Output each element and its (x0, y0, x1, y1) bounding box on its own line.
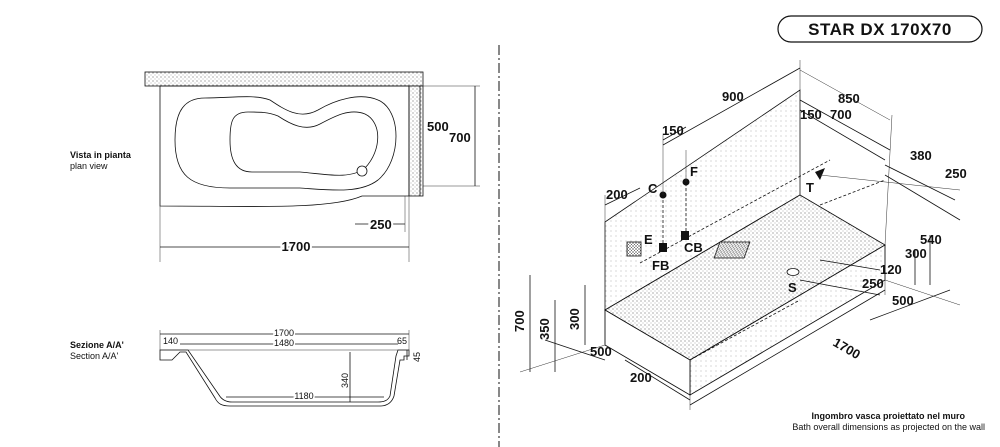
section-label-it: Sezione A/A' (70, 340, 124, 350)
iso-dim-1700: 1700 (831, 335, 864, 362)
plan-wall-right (408, 85, 424, 197)
plan-dim-250: 250 (370, 217, 392, 232)
iso-label-CB: CB (684, 240, 703, 255)
iso-label-F: F (690, 164, 698, 179)
section-dim-left: 140 (163, 336, 178, 346)
plan-drain (356, 165, 368, 177)
plan-dim-500: 500 (427, 119, 449, 134)
iso-dim-250-mid: 250 (862, 276, 884, 291)
iso-dim-250-right: 250 (945, 166, 967, 181)
section-dim-inner: 1480 (274, 338, 294, 348)
plan-view-label-en: plan view (70, 161, 108, 171)
iso-dim-150-a: 150 (662, 123, 684, 138)
plan-wall-top (144, 71, 424, 87)
iso-box-E (626, 241, 642, 257)
section-profile (159, 349, 410, 407)
plan-view-label-it: Vista in pianta (70, 150, 132, 160)
iso-dim-150-b: 150 (800, 107, 822, 122)
plan-bath-rim (174, 96, 397, 191)
plan-bath-basin (229, 111, 378, 176)
isometric-view: 900 850 150 700 150 380 250 200 540 300 … (512, 60, 967, 410)
iso-dim-700-top: 700 (830, 107, 852, 122)
iso-dim-120: 120 (880, 262, 902, 277)
iso-dim-500-left: 500 (590, 344, 612, 359)
title-box: STAR DX 170X70 (777, 15, 983, 43)
iso-label-C: C (648, 181, 658, 196)
iso-drain-S (786, 268, 800, 276)
footer-note-en: Bath overall dimensions as projected on … (792, 422, 985, 432)
iso-label-FB: FB (652, 258, 669, 273)
iso-dim-850: 850 (838, 91, 860, 106)
section-view: Sezione A/A' Section A/A' 1700 1480 140 … (70, 327, 422, 407)
iso-dim-300-right: 300 (905, 246, 927, 261)
iso-dim-200-left: 200 (606, 187, 628, 202)
iso-label-E: E (644, 232, 653, 247)
iso-box-FB (659, 243, 667, 252)
footer-note-it: Ingombro vasca proiettato nel muro (811, 411, 965, 421)
iso-dim-700-left: 700 (512, 310, 527, 332)
section-dim-right: 65 (397, 336, 407, 346)
plan-view: 1700 500 700 250 Vista in pianta plan vi… (70, 71, 480, 262)
plan-dim-700: 700 (449, 130, 471, 145)
section-dim-bottom: 1180 (294, 391, 313, 401)
iso-marker-T (815, 168, 825, 180)
section-dim-rim: 45 (412, 352, 422, 362)
iso-dim-350: 350 (537, 318, 552, 340)
plan-bath-outline (159, 85, 410, 207)
iso-dimension-lines (519, 60, 961, 410)
iso-dim-300-left: 300 (567, 308, 582, 330)
drawing-title: STAR DX 170X70 (808, 20, 952, 39)
section-label-en: Section A/A' (70, 351, 119, 361)
footer-note: Ingombro vasca proiettato nel muro Bath … (792, 411, 985, 432)
iso-dim-900: 900 (722, 89, 744, 104)
iso-label-S: S (788, 280, 797, 295)
iso-dim-540: 540 (920, 232, 942, 247)
iso-dim-500-right: 500 (892, 293, 914, 308)
iso-label-T: T (806, 180, 814, 195)
section-dim-total: 1700 (274, 328, 294, 338)
iso-dim-200-bottom: 200 (630, 370, 652, 385)
iso-dim-380: 380 (910, 148, 932, 163)
section-dim-height: 340 (340, 373, 350, 388)
plan-dim-width: 1700 (282, 239, 311, 254)
iso-waste-box (713, 241, 751, 259)
iso-box-CB (681, 231, 689, 240)
